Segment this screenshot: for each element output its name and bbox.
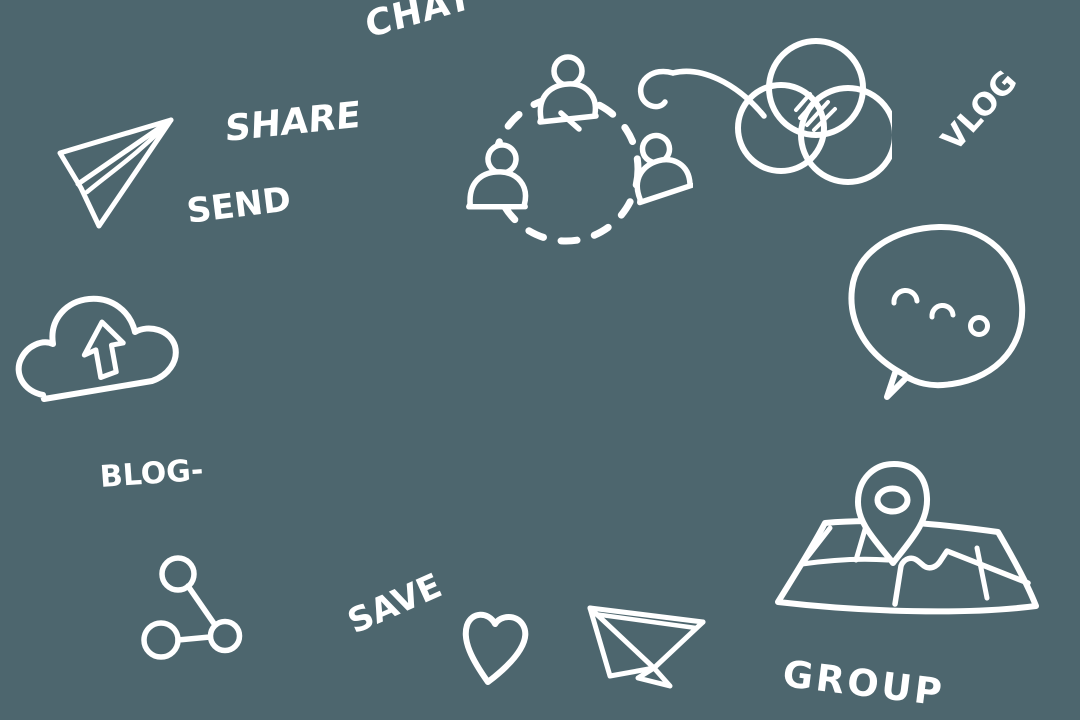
venn-circles-icon	[735, 38, 892, 185]
vlog-label: VLOG	[934, 63, 1025, 159]
curved-arrow-icon	[637, 68, 767, 119]
cloud-upload-icon	[15, 295, 179, 402]
paper-plane-icon	[57, 117, 174, 229]
share-nodes-icon	[141, 555, 243, 660]
blog-label: BLOG-	[98, 452, 205, 495]
paper-plane-2-icon	[587, 605, 706, 689]
speech-bubble-icon	[848, 223, 1026, 400]
save-label: SAVE	[341, 565, 448, 643]
group-label: GROUP	[780, 652, 947, 715]
people-network-icon	[466, 54, 693, 245]
chat-label: CHAT	[362, 0, 476, 47]
send-label: SEND	[184, 179, 294, 232]
share-label: SHARE	[224, 94, 362, 151]
map-location-pin-icon	[775, 461, 1039, 615]
heart-icon	[462, 611, 529, 686]
